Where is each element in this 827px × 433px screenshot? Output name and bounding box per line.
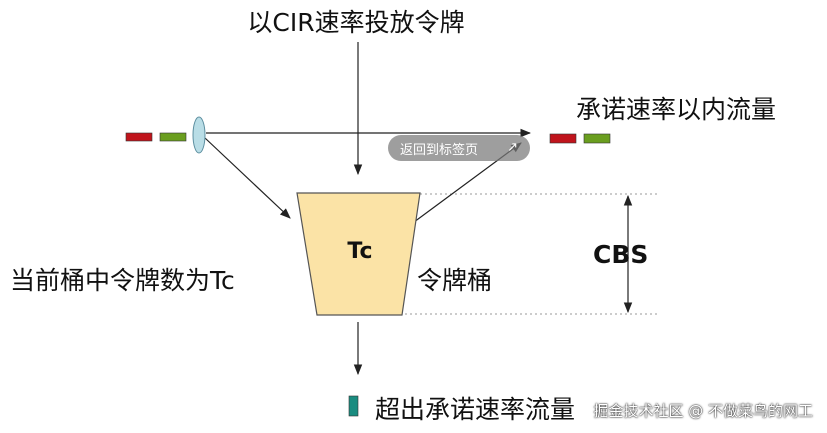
committed-green-packet [583, 133, 611, 144]
committed-red-packet [549, 133, 577, 144]
watermark: 掘金技术社区 @ 不做菜鸟的网工 [593, 402, 813, 420]
current-tokens-label: 当前桶中令牌数为Tc [10, 266, 235, 295]
to-bucket-arrow [204, 137, 291, 219]
incoming-red-packet [125, 132, 153, 142]
exceed-teal-packet [348, 395, 359, 417]
exceed-traffic-label: 超出承诺速率流量 [375, 395, 575, 424]
meter-lens [192, 116, 206, 154]
external-link-icon: ↗ [507, 140, 518, 155]
bucket-name-label: 令牌桶 [417, 266, 492, 295]
incoming-green-packet [159, 132, 187, 142]
back-to-tab-label: 返回到标签页 [400, 142, 479, 158]
token-bucket [296, 192, 421, 316]
back-to-tab-button[interactable]: 返回到标签页 ↗ [388, 135, 530, 161]
cir-label: 以CIR速率投放令牌 [247, 8, 464, 37]
bucket-tc-label: Tc [347, 239, 372, 264]
cbs-label: CBS [593, 240, 648, 269]
committed-traffic-label: 承诺速率以内流量 [576, 95, 776, 124]
